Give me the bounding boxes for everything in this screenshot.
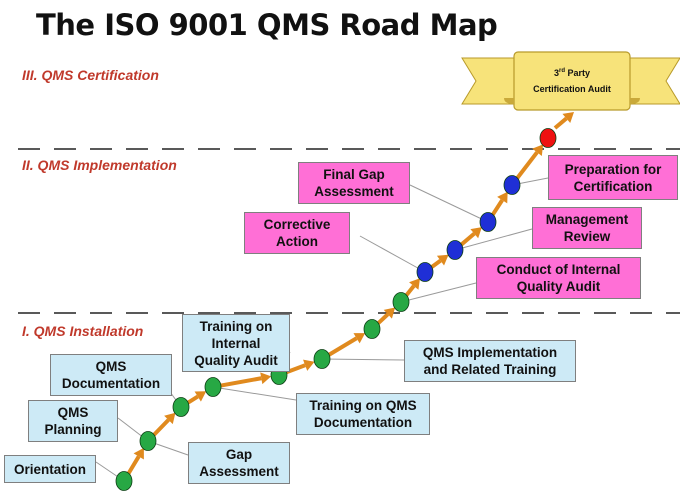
road-segment-final-head	[562, 112, 574, 124]
step-qms-implementation-training: QMS Implementation and Related Training	[404, 340, 576, 382]
road-segment-6	[327, 336, 358, 357]
node-qms-documentation	[172, 397, 190, 417]
step-qms-planning: QMS Planning	[28, 400, 118, 442]
road-segment-9-head	[436, 254, 449, 266]
step-conduct-internal-audit: Conduct of Internal Quality Audit	[476, 257, 641, 299]
step-preparation-certification: Preparation for Certification	[548, 155, 678, 200]
road-segment-2	[152, 418, 170, 437]
road-segment-10-head	[470, 227, 482, 239]
banner-text: 3rd Party Certification Audit	[518, 63, 626, 97]
step-management-review: Management Review	[532, 207, 642, 249]
node-training-qms-documentation	[363, 319, 381, 339]
road-segment-8	[404, 284, 416, 298]
roadmap-nodes	[115, 128, 557, 491]
node-qms-implementation-training	[313, 349, 331, 369]
step-final-gap-assessment: Final Gap Assessment	[298, 162, 410, 204]
road-segment-4	[220, 376, 262, 388]
road-segment-5-head	[303, 359, 315, 371]
road-segment-6-head	[353, 333, 366, 344]
node-qms-planning	[139, 431, 157, 451]
road-segment-7	[376, 312, 390, 326]
road-segment-11-head	[497, 191, 508, 204]
step-qms-documentation: QMS Documentation	[50, 354, 172, 396]
road-segment-final	[553, 116, 568, 130]
step-corrective-action: Corrective Action	[244, 212, 350, 254]
road-segment-10	[459, 232, 476, 247]
phase-label-implementation: II. QMS Implementation	[22, 157, 177, 173]
road-segment-12	[515, 151, 539, 180]
roadmap-arrow	[126, 112, 574, 476]
road-segment-3-head	[194, 391, 207, 402]
banner-line-2: Certification Audit	[533, 84, 611, 94]
road-segment-8-head	[409, 278, 421, 290]
phase-label-installation: I. QMS Installation	[22, 323, 144, 339]
node-corrective-action	[416, 262, 434, 282]
road-segment-12-head	[532, 144, 544, 156]
road-segment-11	[490, 199, 504, 217]
node-management-review	[446, 240, 464, 260]
step-orientation: Orientation	[4, 455, 96, 483]
road-segment-7-head	[383, 307, 396, 319]
road-segment-1-head	[133, 447, 144, 460]
node-preparation-certification	[503, 175, 521, 195]
certification-banner	[461, 51, 680, 111]
banner-line-1: 3rd Party	[553, 68, 591, 78]
step-gap-assessment: Gap Assessment	[188, 442, 290, 484]
node-conduct-internal-audit	[392, 292, 410, 312]
node-gap-assessment	[204, 377, 222, 397]
page-title: The ISO 9001 QMS Road Map	[36, 8, 498, 42]
phase-label-certification: III. QMS Certification	[22, 67, 159, 83]
node-final-gap-assessment	[479, 212, 497, 232]
road-segment-4-head	[260, 372, 272, 385]
road-segment-2-head	[164, 412, 176, 425]
node-certification-audit	[539, 128, 557, 148]
road-segment-1	[126, 455, 141, 476]
road-segment-3	[186, 394, 199, 405]
step-training-qms-documentation: Training on QMS Documentation	[296, 393, 430, 435]
node-orientation	[115, 471, 133, 491]
step-training-internal-audit: Training on Internal Quality Audit	[182, 314, 290, 372]
road-segment-9	[430, 259, 442, 269]
